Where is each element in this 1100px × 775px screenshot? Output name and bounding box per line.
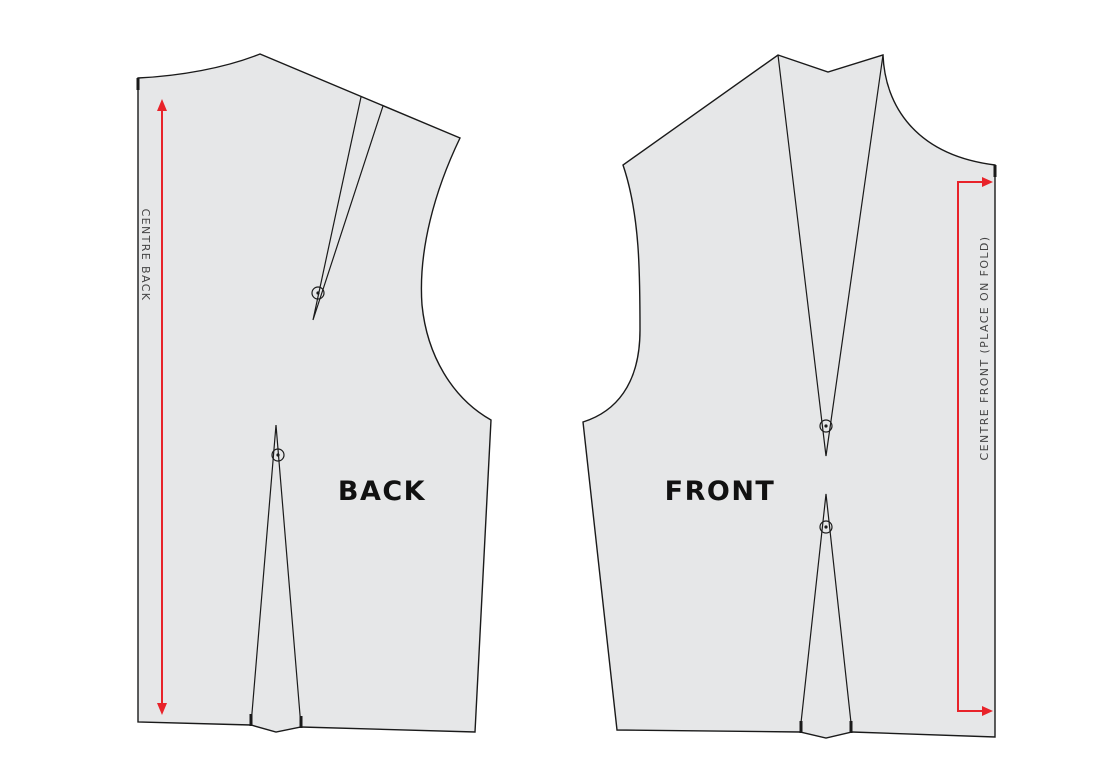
back-grainline-arrow xyxy=(157,99,167,715)
back-waist-dart xyxy=(250,424,302,728)
front-shoulder-dart-point-circle xyxy=(819,419,833,433)
back-piece-label: BACK xyxy=(338,476,426,507)
back-shoulder-dart-point-circle xyxy=(311,286,325,300)
front-bodice-piece: CENTRE FRONT (PLACE ON FOLD) FRONT xyxy=(582,54,997,739)
back-shoulder-dart xyxy=(312,96,384,321)
centre-back-label: CENTRE BACK xyxy=(139,209,152,302)
centre-front-label: CENTRE FRONT (PLACE ON FOLD) xyxy=(978,236,991,461)
front-waist-dart xyxy=(799,493,853,733)
front-waist-dart-point-circle xyxy=(819,520,833,534)
front-piece-outline xyxy=(582,54,996,739)
front-shoulder-dart xyxy=(777,54,884,457)
back-piece-outline xyxy=(137,53,492,733)
front-fold-grainline-bracket xyxy=(957,177,993,716)
front-waist-dart-point-dot xyxy=(824,525,828,529)
front-piece-label: FRONT xyxy=(665,476,776,507)
back-waist-dart-point-dot xyxy=(276,453,280,457)
back-shoulder-dart-point-dot xyxy=(316,291,320,295)
front-shoulder-dart-point-dot xyxy=(824,424,828,428)
back-bodice-piece: CENTRE BACK BACK xyxy=(136,53,492,733)
back-waist-dart-point-circle xyxy=(271,448,285,462)
